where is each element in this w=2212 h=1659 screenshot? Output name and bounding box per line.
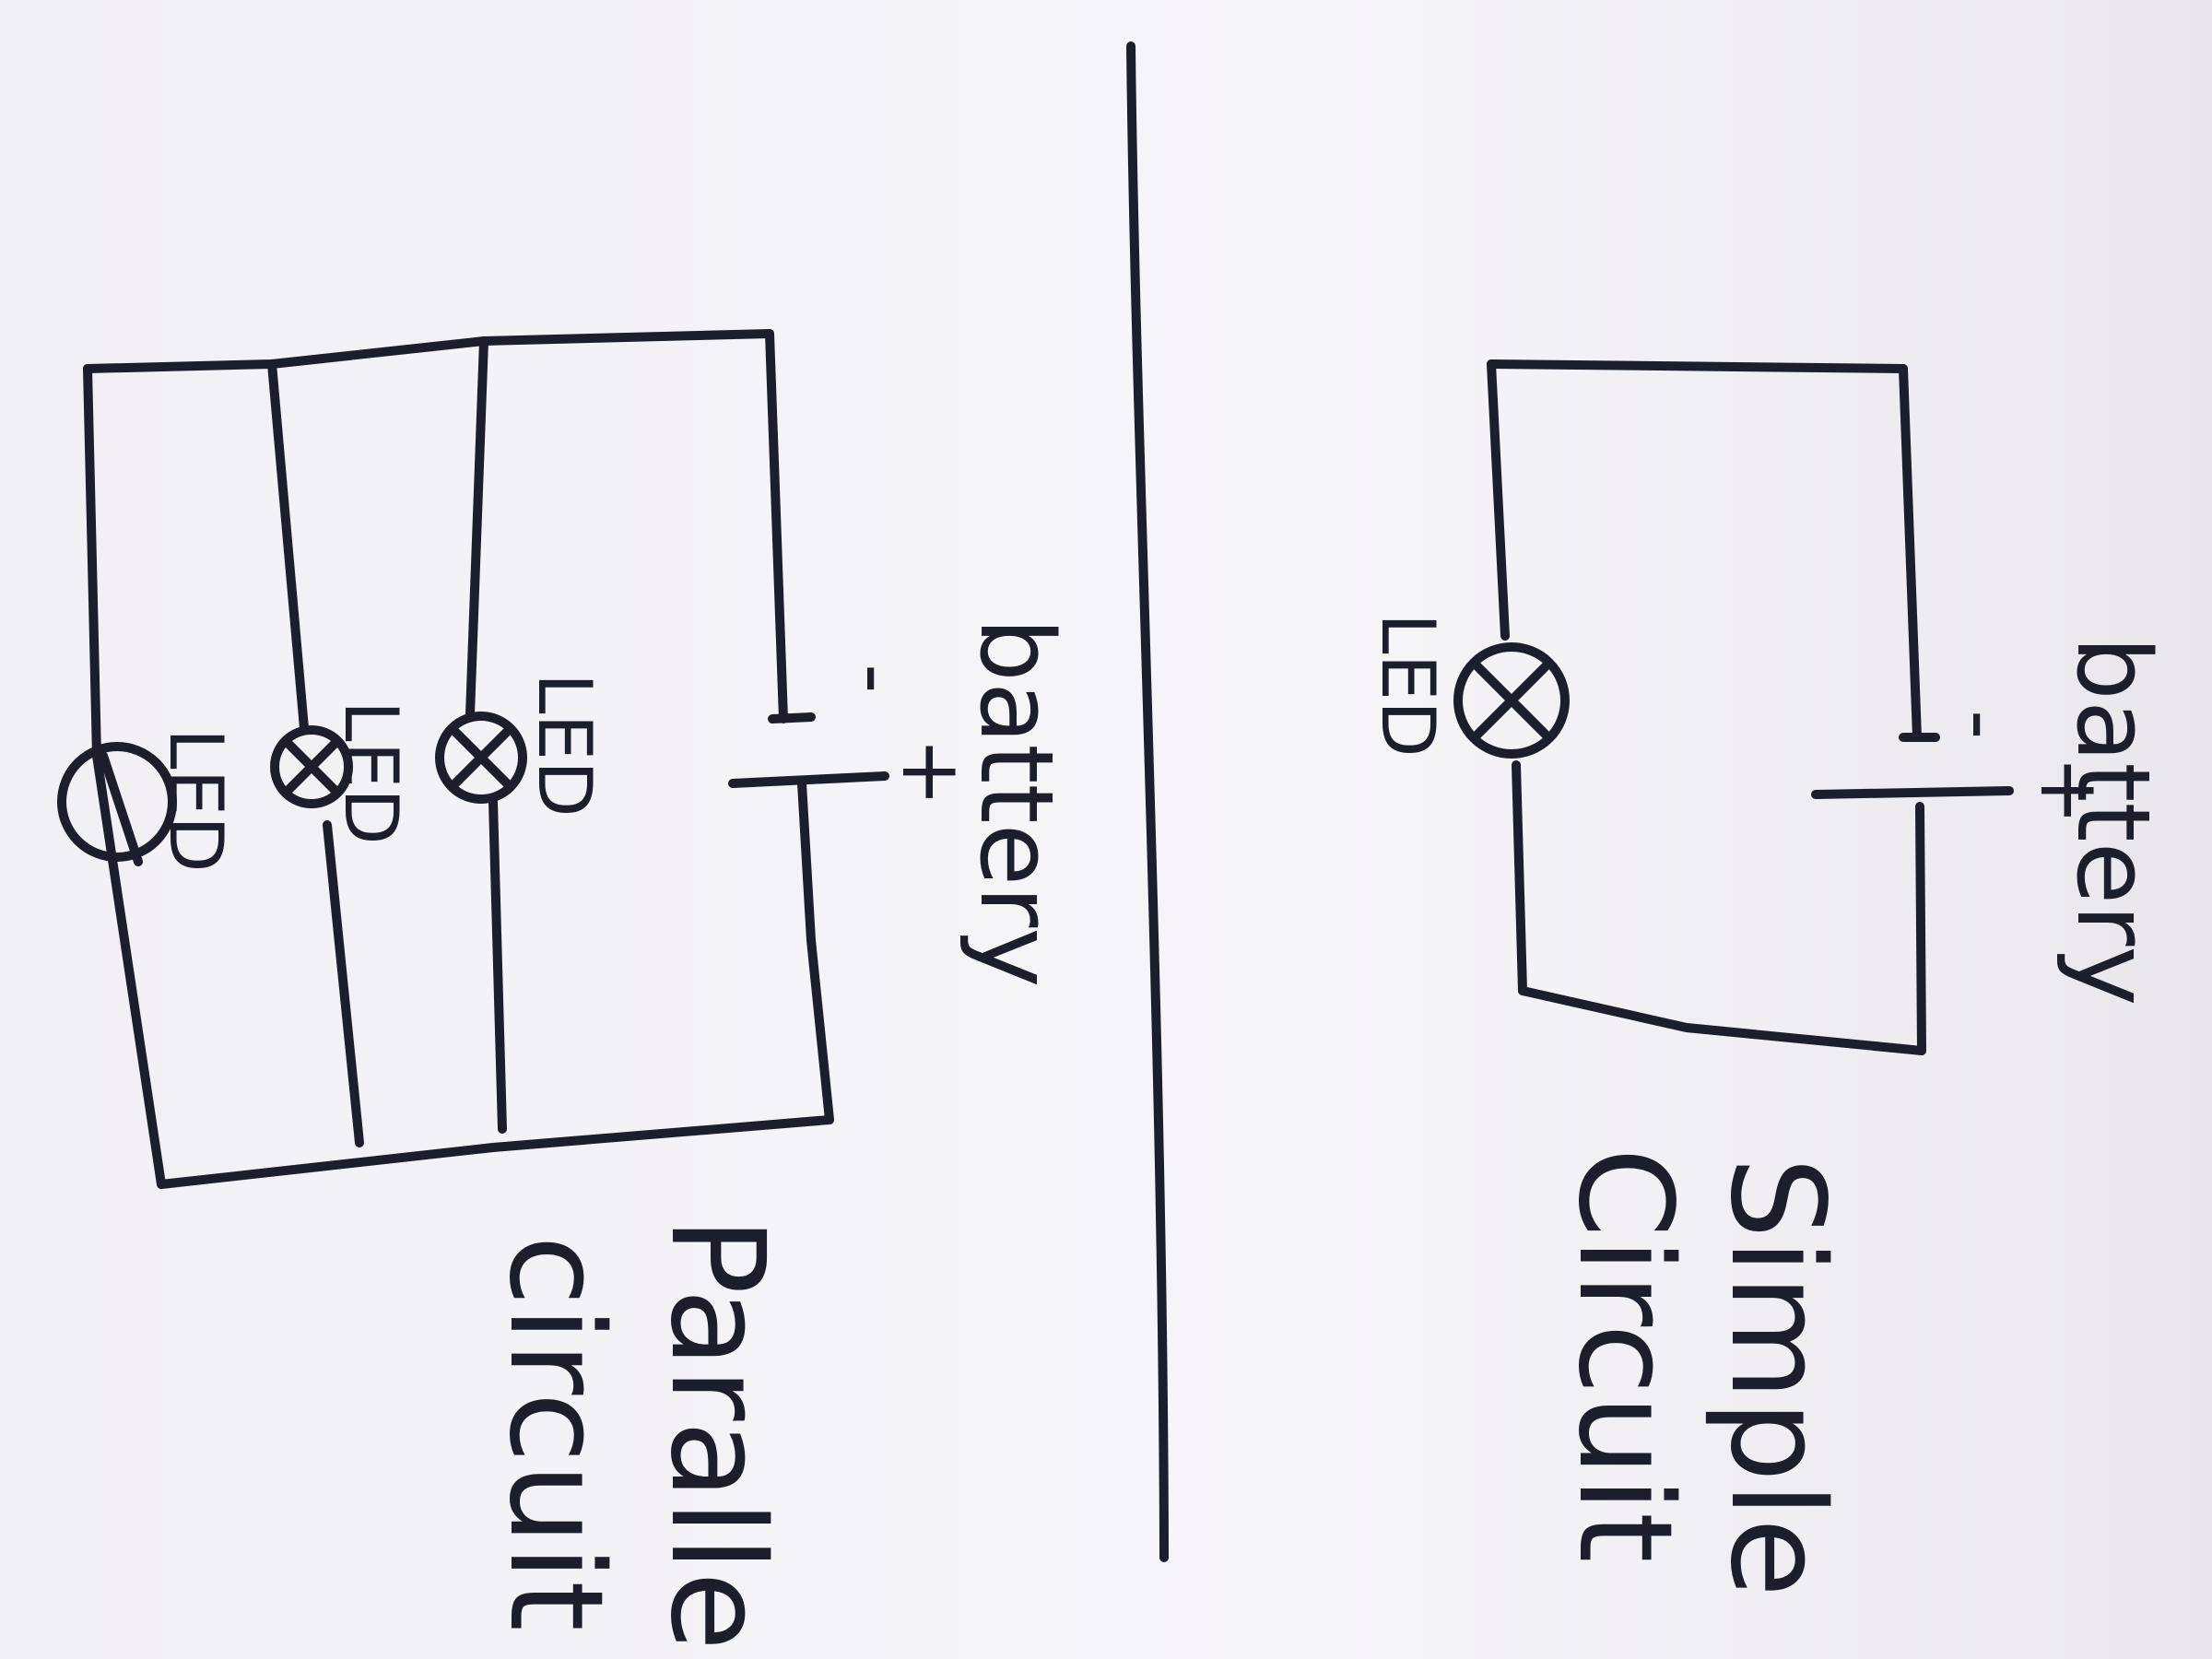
simple-top-wire [1487,359,1908,373]
parallel-battery-label: battery [958,618,1076,988]
parallel-title-line1: Parallel [641,1217,792,1659]
simple-battery-label: battery [2054,636,2172,1006]
simple-left-wire-bottom [1512,760,1527,995]
parallel-led-label-3: LED [522,673,607,818]
parallel-battery-symbol [728,712,889,788]
led-symbol-3 [435,712,527,804]
parallel-led-label-2: LED [328,700,414,845]
simple-title-line1: Simple [1701,1157,1852,1597]
branch-1-wire-top [267,359,309,733]
branch-2-wire-bottom [488,797,507,1134]
parallel-bottom-wire [157,1115,834,1189]
simple-led-symbol [1453,642,1570,759]
parallel-led-label-1: LED [153,728,239,873]
simple-bottom-wire [1518,986,1926,1055]
parallel-right-wire-top [765,329,788,724]
simple-title-line2: Circuit [1549,1147,1700,1563]
parallel-circuit [57,329,889,1189]
divider-line [1126,41,1169,1562]
branch-2-wire-top [465,336,488,719]
battery-positive-plate [728,771,889,788]
battery-negative-plate [768,712,816,724]
simple-battery-minus: - [1934,710,2030,739]
parallel-battery-plus: + [883,737,980,806]
simple-battery-symbol [1811,733,2014,799]
parallel-left-wire [83,364,166,1189]
simple-left-wire-top [1487,359,1510,641]
parallel-title-line2: circuit [480,1235,630,1631]
branch-1-wire-bottom [323,820,364,1147]
battery-positive-plate [1811,786,2014,799]
simple-battery-plus: + [2021,756,2118,825]
simple-right-wire-bottom [1915,802,1926,1055]
led-symbol-1 [57,742,177,866]
simple-circuit [1453,359,2014,1055]
parallel-top-wire [83,329,774,373]
parallel-right-wire-bottom [797,779,834,1124]
led-symbol-2 [270,725,353,808]
simple-led-label: LED [1365,613,1451,758]
simple-right-wire-top [1899,364,1922,742]
parallel-battery-minus: - [828,664,924,693]
